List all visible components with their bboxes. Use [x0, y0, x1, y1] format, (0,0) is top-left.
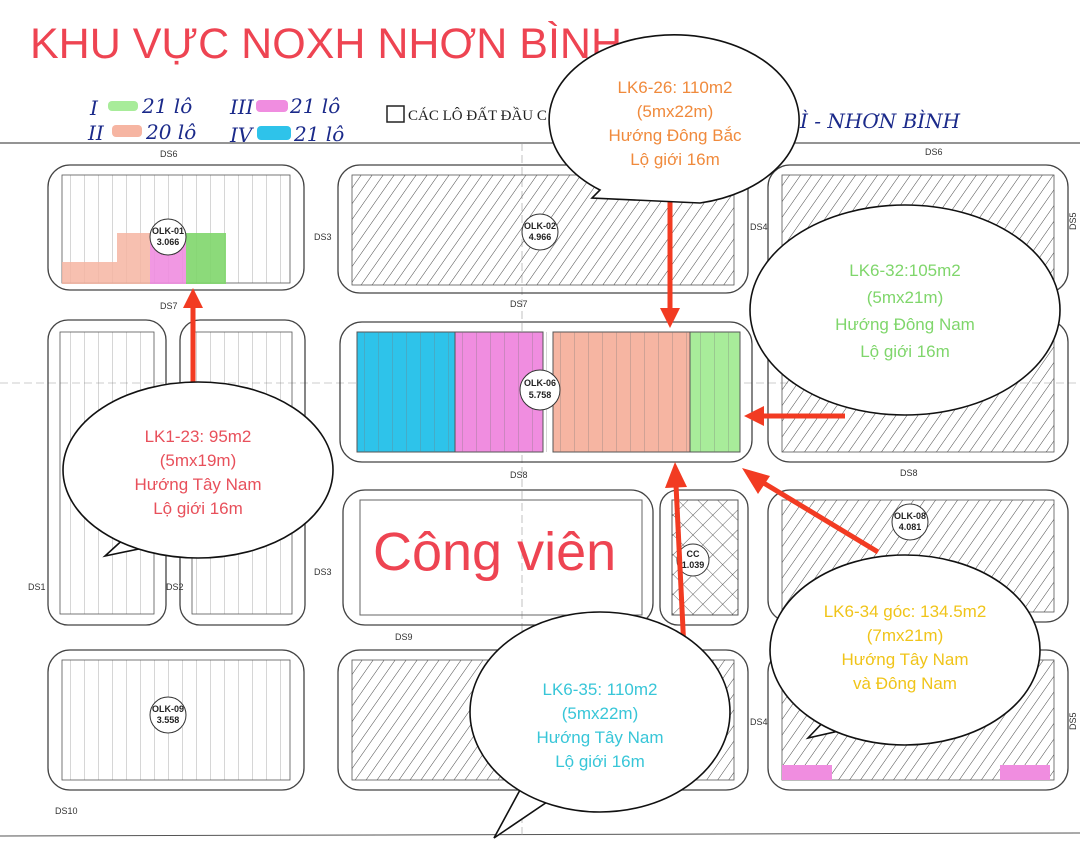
- legend-swatch: [257, 126, 291, 140]
- legend-item: II 20 lô: [87, 120, 196, 145]
- block-cc: CC 1.039: [659, 489, 749, 626]
- legend-swatch: [112, 125, 142, 137]
- legend-swatch: [108, 101, 138, 111]
- legend-roman: III: [229, 95, 255, 119]
- road-label: DS6: [925, 147, 943, 157]
- road-label: DS6: [160, 149, 178, 159]
- drawing-border: [0, 832, 1080, 837]
- legend-count: 21 lô: [293, 122, 344, 146]
- park-block: Công viên: [342, 489, 654, 626]
- road-label: DS8: [900, 468, 918, 478]
- callout-line: (7mx21m): [867, 626, 944, 645]
- page-title: KHU VỰC NOXH NHƠN BÌNH: [30, 20, 622, 68]
- block-code: OLK-09: [152, 704, 184, 714]
- legend-count: 21 lô: [289, 94, 340, 118]
- block-code: OLK-02: [524, 221, 556, 231]
- block-code: OLK-06: [524, 378, 556, 388]
- legend-note: CÁC LÔ ĐẤT ĐẦU C: [408, 107, 547, 124]
- block-area: 1.039: [682, 560, 705, 570]
- callout-line: (5mx21m): [867, 288, 944, 307]
- callout-line: Hướng Đông Bắc: [608, 126, 742, 145]
- road-label: DS3: [314, 232, 332, 242]
- park-label: Công viên: [373, 522, 616, 582]
- road-label: DS4: [750, 222, 768, 232]
- block-code: CC: [687, 549, 700, 559]
- block-olk-01: OLK-01 3.066: [47, 164, 305, 291]
- legend-swatch: [256, 100, 288, 112]
- legend-roman: I: [89, 96, 99, 120]
- block-area: 3.066: [157, 237, 180, 247]
- callout-line: (5mx22m): [637, 102, 714, 121]
- legend-item: IV 21 lô: [229, 122, 344, 147]
- callout-line: và Đông Nam: [853, 674, 957, 693]
- road-label: DS2: [166, 582, 184, 592]
- legend-count: 21 lô: [141, 94, 192, 118]
- callout-line: (5mx19m): [160, 451, 237, 470]
- callout-line: Lộ giới 16m: [153, 499, 243, 518]
- callout-line: LK6-32:105m2: [849, 261, 961, 280]
- legend-item: I 21 lô: [89, 94, 192, 120]
- block-area: 4.081: [899, 522, 922, 532]
- arrow-up-icon: [665, 462, 687, 651]
- road-label: DS7: [510, 299, 528, 309]
- handwritten-area-name: Ì - NHƠN BÌNH: [799, 109, 961, 133]
- callout-line: Hướng Tây Nam: [134, 475, 261, 494]
- arrow-up-left-icon: [742, 468, 880, 555]
- road-label: DS10: [55, 806, 78, 816]
- block-area: 5.758: [529, 390, 552, 400]
- legend-box-icon: [386, 105, 405, 123]
- legend: I 21 lô II 20 lô III 21 lô IV 21 lô CÁC …: [87, 94, 961, 147]
- block-area: 4.966: [529, 232, 552, 242]
- callout-line: Hướng Tây Nam: [536, 728, 663, 747]
- callout-lk6-34: LK6-34 góc: 134.5m2 (7mx21m) Hướng Tây N…: [769, 554, 1041, 746]
- road-label: DS1: [28, 582, 46, 592]
- arrow-down-icon: [660, 195, 680, 328]
- callout-line: LK1-23: 95m2: [145, 427, 252, 446]
- block-area: 3.558: [157, 715, 180, 725]
- legend-roman: II: [87, 121, 105, 145]
- road-label: DS9: [395, 632, 413, 642]
- callout-lk6-32: LK6-32:105m2 (5mx21m) Hướng Đông Nam Lộ …: [749, 204, 1061, 416]
- legend-count: 20 lô: [145, 120, 196, 144]
- legend-item: III 21 lô: [229, 94, 340, 119]
- callout-line: LK6-26: 110m2: [618, 78, 733, 97]
- block-code: OLK-01: [152, 226, 184, 236]
- callout-line: Lộ giới 16m: [630, 150, 720, 169]
- road-label: DS8: [510, 470, 528, 480]
- callout-line: Lộ giới 16m: [860, 342, 950, 361]
- callout-line: Hướng Tây Nam: [841, 650, 968, 669]
- arrow-left-icon: [744, 406, 845, 426]
- red-arrows: [183, 195, 880, 651]
- road-label: DS4: [750, 717, 768, 727]
- road-label: DS7: [160, 301, 178, 311]
- callout-lk6-35: LK6-35: 110m2 (5mx22m) Hướng Tây Nam Lộ …: [469, 611, 731, 839]
- arrow-up-icon: [183, 288, 203, 395]
- callout-line: Lộ giới 16m: [555, 752, 645, 771]
- block-olk-06: OLK-06 5.758: [339, 321, 753, 463]
- callout-lk1-23: LK1-23: 95m2 (5mx19m) Hướng Tây Nam Lộ g…: [62, 381, 334, 559]
- callout-line: LK6-35: 110m2: [543, 680, 658, 699]
- road-label: DS5: [1068, 712, 1078, 730]
- callout-line: Hướng Đông Nam: [835, 315, 975, 334]
- callout-line: LK6-34 góc: 134.5m2: [824, 602, 987, 621]
- callout-lk6-26: LK6-26: 110m2 (5mx22m) Hướng Đông Bắc Lộ…: [548, 34, 800, 204]
- road-labels: DS6 DS6 DS7 DS7 DS8 DS8 DS9 DS10 DS1 DS2…: [28, 147, 1078, 816]
- block-olk-09: OLK-09 3.558: [47, 649, 305, 791]
- road-label: DS3: [314, 567, 332, 577]
- road-label: DS5: [1068, 212, 1078, 230]
- block-code: OLK-08: [894, 511, 926, 521]
- callout-line: (5mx22m): [562, 704, 639, 723]
